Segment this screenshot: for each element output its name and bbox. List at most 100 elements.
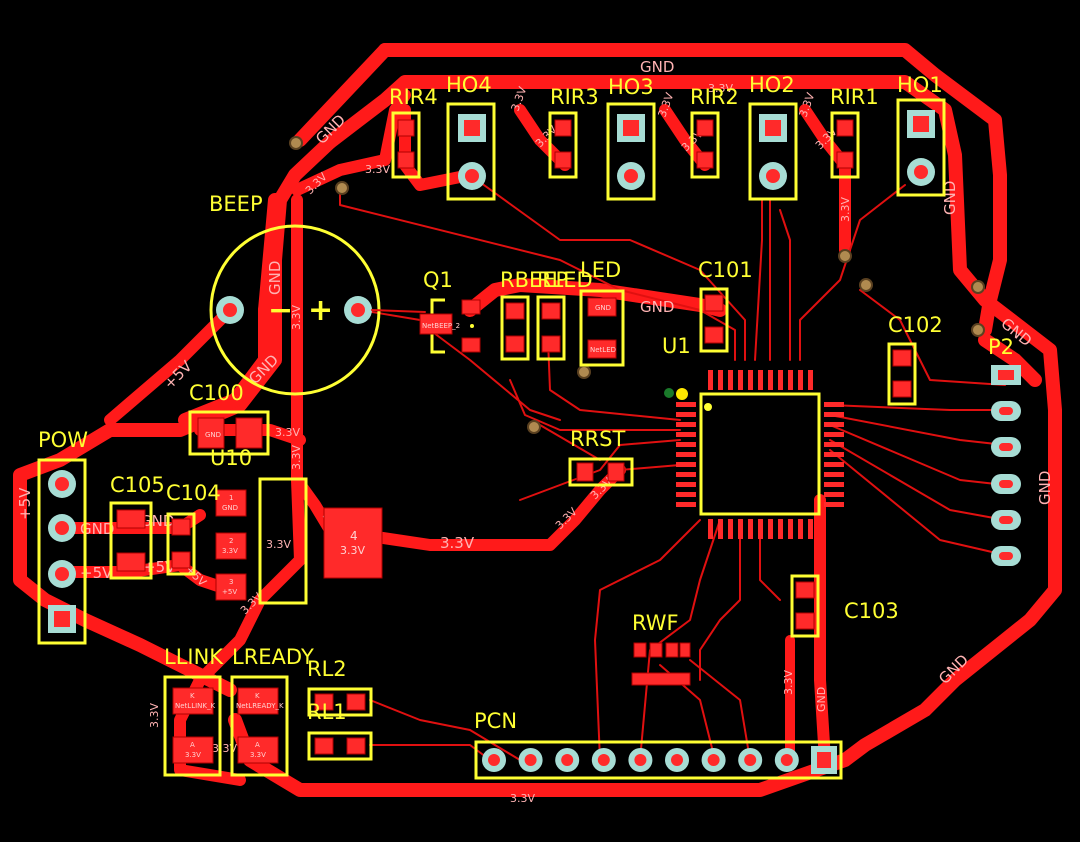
u1-pin: [676, 422, 696, 427]
u10-pin1-net: GND: [222, 504, 238, 512]
v33-top: [291, 89, 411, 196]
net-label-33v: 3.3V: [440, 534, 475, 552]
llink-pin-a: A: [190, 741, 195, 749]
u10-pin3: 3: [229, 578, 233, 586]
resistor-rrst[interactable]: [568, 457, 634, 487]
p2-pin-hole: [999, 552, 1013, 560]
label-rir2: RIR2: [690, 85, 739, 109]
capacitor-c100[interactable]: GND: [188, 410, 270, 456]
pcn-pin-hole: [744, 754, 757, 766]
resistor-rl1[interactable]: [307, 731, 373, 761]
label-rbeep: RBEEP: [500, 268, 568, 292]
header-ho2[interactable]: [748, 102, 798, 201]
u1-pin: [778, 519, 783, 539]
q1-gnd-track: [463, 278, 727, 317]
resistor-rled[interactable]: [536, 295, 566, 361]
lready-pin-k: K: [255, 692, 260, 700]
llink-net: NetLLINK_K: [175, 702, 215, 710]
led[interactable]: GND NetLED: [579, 289, 625, 367]
p2-pin-hole: [999, 480, 1013, 488]
capacitor-c105[interactable]: [109, 501, 153, 580]
u1-pin: [824, 492, 844, 497]
label-rl1: RL1: [307, 700, 347, 724]
signal-traces: [339, 174, 1006, 761]
u1-pin: [708, 370, 713, 390]
u1-pin: [824, 462, 844, 467]
capacitor-c104[interactable]: [166, 512, 196, 576]
capacitor-c103[interactable]: [790, 574, 820, 638]
label-rir4: RIR4: [389, 85, 438, 109]
led-llink[interactable]: K NetLLINK_K A 3.3V: [163, 675, 222, 777]
c103-gnd: [814, 494, 831, 766]
label-pow: POW: [38, 428, 88, 452]
u1-pin: [824, 482, 844, 487]
p2-pin-hole: [999, 407, 1013, 415]
resistor-rir2[interactable]: [690, 111, 720, 179]
label-rwf: RWF: [632, 611, 679, 635]
p2-pin-hole: [999, 516, 1013, 524]
u10-pin2: 2: [229, 537, 233, 545]
label-p2: P2: [988, 335, 1014, 359]
u1-pin: [798, 370, 803, 390]
u1-pin: [718, 519, 723, 539]
top-left-diag: [293, 43, 392, 147]
mcu-u1[interactable]: [676, 370, 844, 539]
net-label-33v: 3.3V: [290, 305, 303, 330]
buzzer-beep[interactable]: − +: [209, 224, 381, 396]
led-lready[interactable]: K NetLREADY_K A 3.3V: [230, 675, 289, 777]
u10-pin4: 4: [350, 529, 358, 543]
llink-net-a: 3.3V: [185, 751, 201, 759]
pcn-pin-hole: [597, 754, 610, 766]
resistor-rir3[interactable]: [548, 111, 578, 179]
via: [577, 365, 591, 379]
via: [335, 181, 349, 195]
resistor-rir4[interactable]: [391, 111, 421, 179]
capacitor-c101[interactable]: [699, 287, 729, 353]
label-ho4: HO4: [446, 73, 492, 97]
net-label-5v: +5V: [16, 487, 34, 520]
u1-pin: [738, 519, 743, 539]
u1-pin: [824, 432, 844, 437]
resistor-rbeep[interactable]: [500, 295, 530, 361]
resistor-rwf[interactable]: [631, 642, 691, 686]
connector-p2[interactable]: [991, 365, 1021, 566]
net-label-33v: 3.3V: [782, 670, 795, 695]
net-label-gnd: GND: [266, 261, 284, 295]
capacitor-c102[interactable]: [887, 342, 917, 406]
u1-pin: [808, 519, 813, 539]
net-label-33v: 3.3V: [275, 426, 300, 439]
pcn-pin-hole: [524, 754, 537, 766]
connector-pow[interactable]: [37, 458, 87, 645]
transistor-q1[interactable]: NetBEEP_2: [419, 298, 481, 354]
net-label-33v: 3.3V: [510, 792, 535, 805]
header-ho4[interactable]: [446, 102, 496, 201]
resistor-rl2[interactable]: [307, 687, 373, 717]
net-label-33v: 3.3V: [148, 703, 161, 728]
outer-gnd-track: [228, 75, 1062, 797]
lready-net-a: 3.3V: [250, 751, 266, 759]
regulator-u10[interactable]: 1 GND 2 3.3V 3 +5V 4 3.3V: [215, 477, 383, 605]
beep-gnd-up: [258, 193, 282, 317]
u1-pin: [738, 370, 743, 390]
resistor-rir1[interactable]: [830, 111, 860, 179]
u1-pin: [718, 370, 723, 390]
u1-pin: [676, 502, 696, 507]
u1-pin: [676, 482, 696, 487]
header-ho3[interactable]: [606, 102, 656, 201]
p2-pin-hole: [999, 443, 1013, 451]
u1-pin: [708, 519, 713, 539]
u1-pin: [824, 402, 844, 407]
led-pad-net: NetLED: [590, 346, 616, 354]
net-label-gnd: GND: [80, 520, 114, 538]
u10-pin4-net: 3.3V: [340, 544, 365, 557]
u1-pin: [824, 502, 844, 507]
rir1-track: [799, 104, 851, 256]
connector-pcn[interactable]: [474, 740, 843, 780]
label-pcn: PCN: [474, 709, 517, 733]
via: [859, 278, 873, 292]
u1-pin: [808, 370, 813, 390]
header-ho1[interactable]: [896, 98, 946, 197]
u1-pin: [788, 370, 793, 390]
label-q1: Q1: [423, 268, 453, 292]
